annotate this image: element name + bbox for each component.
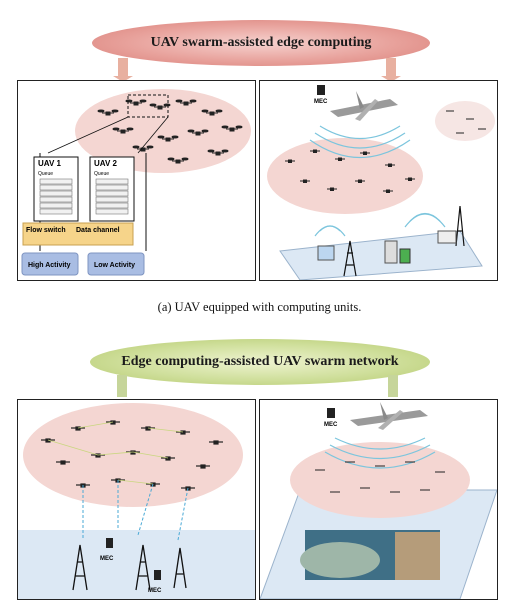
terrain-image (300, 530, 440, 580)
selection-box (127, 94, 169, 118)
uav1-queue-label: Queue (38, 171, 53, 177)
building-icons (317, 230, 457, 264)
drone-group (315, 461, 445, 493)
mec-label: MEC (314, 99, 328, 105)
panel-fixedwing-mec-to-ground: MEC (259, 80, 498, 281)
panel-fixedwing-mec-to-ground-drawing: MEC (267, 85, 495, 280)
low-activity-label: Low Activity (94, 262, 135, 269)
panel-ground-mec-swarm: MEC MEC (17, 399, 256, 600)
figure-caption: (a) UAV equipped with computing units. (157, 300, 362, 314)
bottom-banner: Edge computing-assisted UAV swarm networ… (90, 339, 430, 385)
mec-label-1: MEC (100, 556, 114, 562)
mec-label-2: MEC (148, 588, 162, 594)
panel-uav-computing-queues-drawing: UAV 1 Queue UAV 2 Queue Flow switch Data… (21, 89, 251, 276)
drone-group (285, 110, 486, 193)
swarm-cloud-small (435, 101, 495, 141)
mec-icon (317, 85, 325, 95)
zoom-line-right (137, 116, 169, 154)
top-connectors (113, 58, 401, 82)
data-channel-label: Data channel (76, 227, 120, 234)
panel-fixedwing-mec-imaging-drawing: MEC (260, 402, 497, 599)
fixed-wing-uav-icon (350, 402, 428, 430)
low-activity-box (87, 252, 145, 276)
uav2-title: UAV 2 (94, 159, 118, 168)
flow-switch-box (22, 222, 134, 246)
mec-icon (154, 570, 161, 580)
ground-plane (18, 530, 255, 599)
signal-waves (309, 125, 446, 237)
swarm-cloud (290, 442, 470, 518)
top-banner-title: UAV swarm-assisted edge computing (150, 35, 372, 50)
high-activity-box (21, 252, 79, 276)
tower-icon (343, 205, 465, 277)
bottom-connectors (117, 375, 398, 397)
link-lines (47, 421, 184, 485)
panel-ground-mec-swarm-drawing: MEC MEC (18, 403, 255, 599)
mec-icon (106, 538, 113, 548)
fixed-wing-uav-icon (330, 91, 398, 121)
top-banner: UAV swarm-assisted edge computing (92, 20, 430, 66)
uav1-title: UAV 1 (38, 159, 62, 168)
signal-waves (324, 437, 436, 469)
ground-plane (279, 230, 483, 280)
mec-label: MEC (324, 422, 338, 428)
panel-fixedwing-mec-imaging: MEC (259, 399, 498, 600)
zoom-line-left (47, 116, 129, 154)
drone-group (97, 99, 243, 164)
swarm-cloud (267, 138, 423, 214)
uplink-lines (82, 480, 189, 541)
panel-uav-computing-queues: UAV 1 Queue UAV 2 Queue Flow switch Data… (17, 80, 256, 281)
mec-icon (327, 408, 335, 418)
bottom-banner-title: Edge computing-assisted UAV swarm networ… (121, 354, 399, 369)
flow-switch-label: Flow switch (26, 227, 66, 234)
uav2-queue-label: Queue (94, 171, 109, 177)
tower-icon (72, 544, 187, 591)
high-activity-label: High Activity (28, 262, 71, 269)
swarm-cloud (23, 403, 243, 507)
